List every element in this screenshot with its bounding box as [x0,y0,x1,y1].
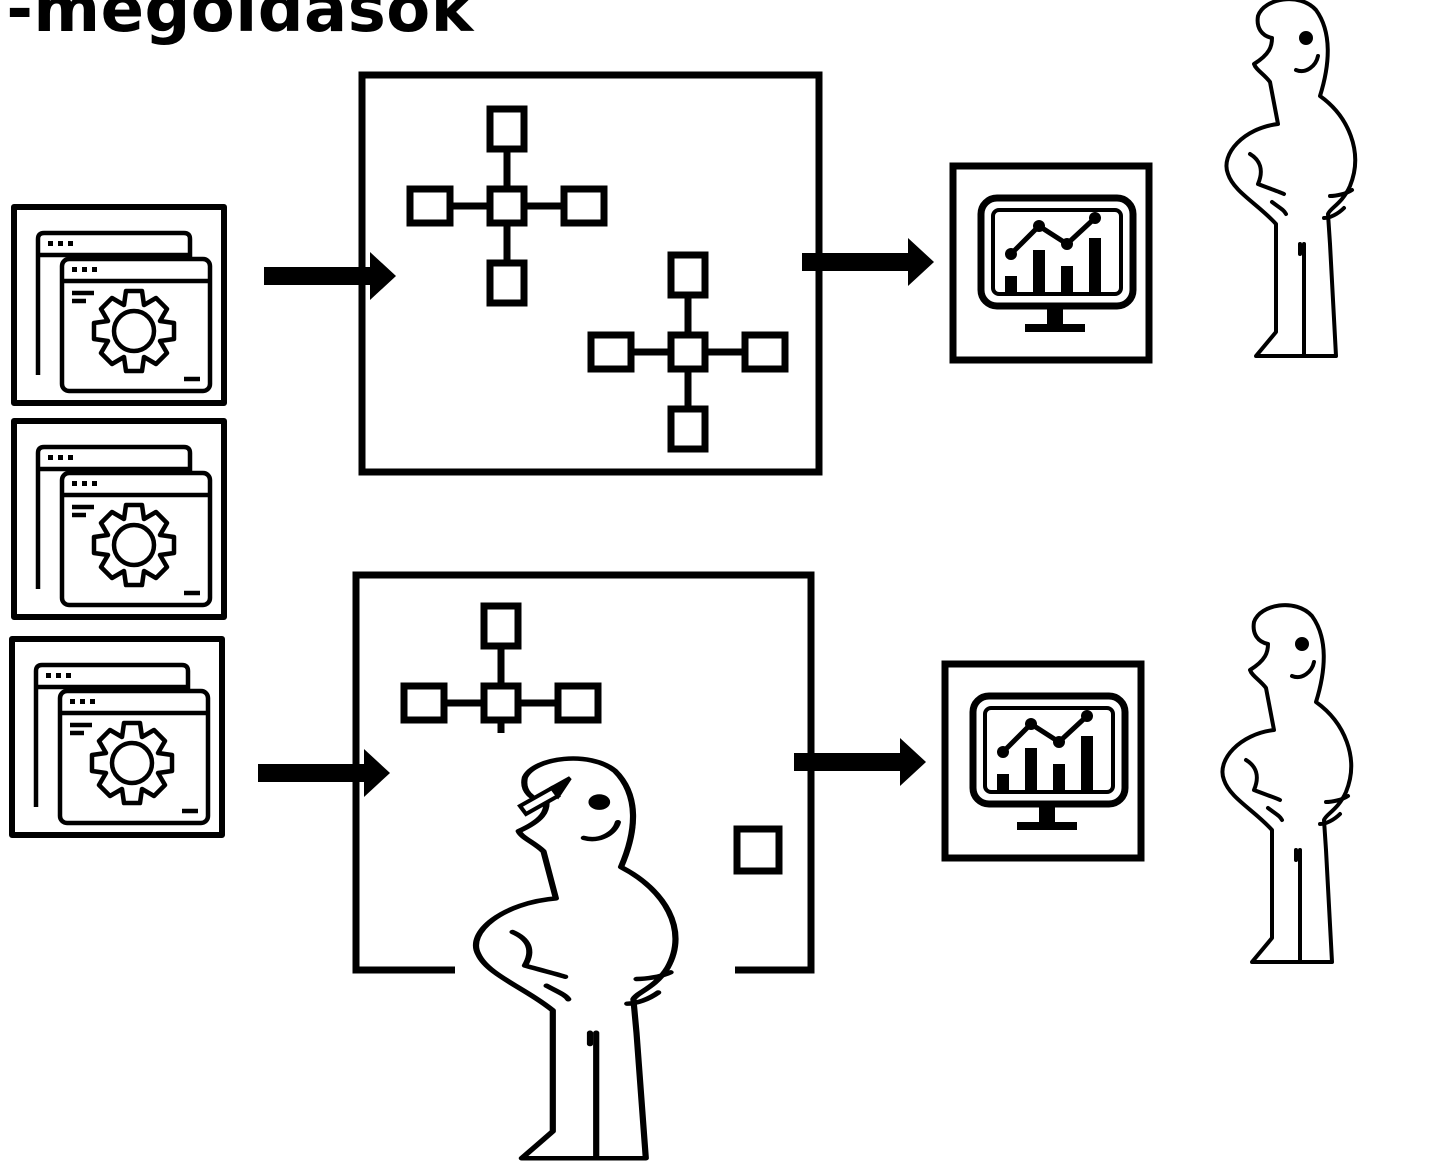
person-figure-icon [1224,0,1358,358]
integration-platform-box [358,71,823,476]
source-app-icon-3 [12,639,222,835]
network-diagram-icon [404,606,598,733]
analytics-monitor-icon [953,166,1149,360]
source-app-icon-1 [14,207,224,403]
node-icon [733,825,783,875]
source-app-icon-2 [14,421,224,617]
arrow-right-icon [264,252,396,300]
analytics-monitor-icon [945,664,1141,858]
arrow-right-icon [258,749,390,797]
network-diagram-icon [410,109,604,303]
person-with-pencil-icon [476,759,675,1159]
network-diagram-icon [591,255,785,449]
person-figure-icon [1220,603,1354,964]
custom-solution-box [352,571,815,974]
page-title: I-megoldások [0,0,474,47]
